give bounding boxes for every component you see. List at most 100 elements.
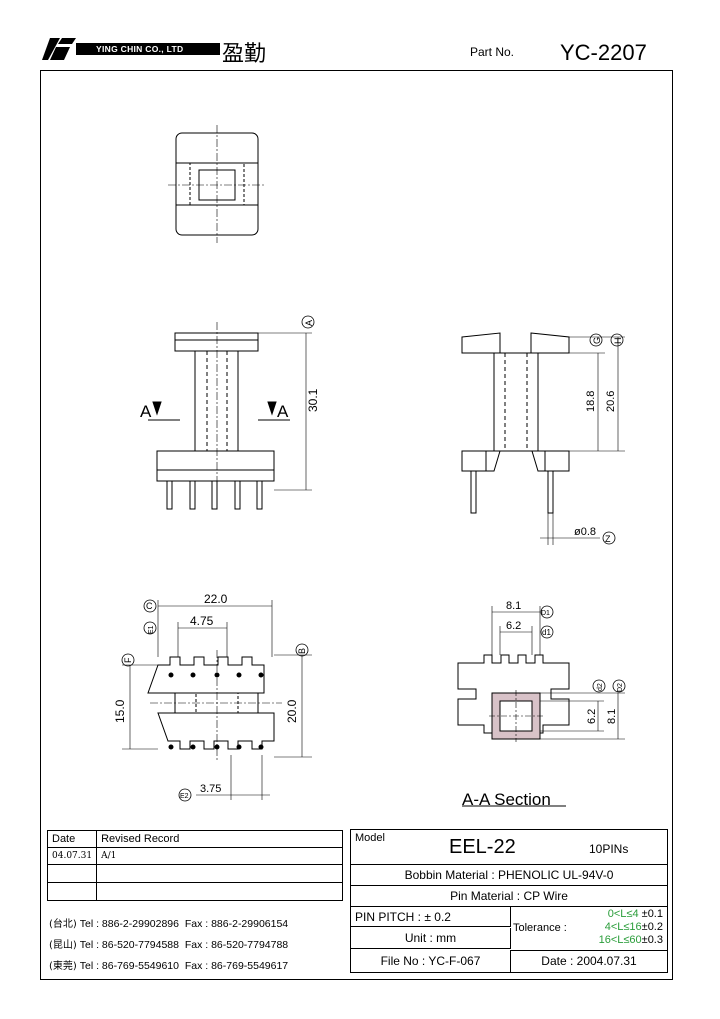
- side-view: [461, 332, 625, 545]
- dim-e2: 3.75: [200, 783, 221, 795]
- tolerance-range: 4<L≤16: [604, 921, 642, 933]
- dim-pin-dia: ø0.8: [574, 526, 596, 538]
- marker-C: C: [146, 601, 153, 611]
- spec-block: Model EEL-22 10PINs Bobbin Material : PH…: [350, 829, 668, 973]
- tolerance-cell: Tolerance : 0<L≤4 ±0.1 4<L≤16±0.2 16<L≤6…: [511, 907, 667, 951]
- pin-material-label: Pin Material :: [450, 889, 521, 903]
- contact-tel: Tel : 86-520-7794588: [79, 939, 179, 951]
- tolerance-range: 0<L≤4: [607, 908, 639, 920]
- part-no-value: YC-2207: [560, 40, 647, 65]
- bobbin-row: Bobbin Material : PHENOLIC UL-94V-0: [351, 865, 667, 886]
- marker-H: H: [613, 338, 623, 345]
- date-label: Date :: [541, 954, 574, 968]
- contact-tel: Tel : 86-769-5549610: [79, 960, 179, 972]
- unit-value: mm: [436, 931, 457, 945]
- revision-row-record: A/1: [96, 847, 343, 865]
- marker-Z: Z: [605, 534, 611, 544]
- dim-width-22: 22.0: [204, 592, 228, 606]
- tolerance-value: ±0.3: [641, 934, 663, 946]
- marker-circles: [121, 315, 626, 802]
- dim-f: 15.0: [113, 699, 127, 723]
- dim-d2: 6.2: [586, 709, 598, 724]
- pin-material-value: CP Wire: [523, 889, 568, 903]
- tolerance-range: 16<L≤60: [598, 934, 642, 946]
- dim-h: 20.6: [605, 391, 617, 412]
- date-value: 2004.07.31: [576, 954, 637, 968]
- marker-D1: D1: [541, 610, 550, 617]
- dim-e1: 4.75: [190, 614, 214, 628]
- drawing-sheet: [40, 70, 673, 980]
- contact-row: (台北) Tel : 886-2-29902896 Fax : 886-2-29…: [49, 914, 288, 935]
- tolerance-value: ±0.2: [641, 921, 663, 933]
- top-view: [168, 125, 266, 243]
- revision-row-date: 04.07.31: [46, 847, 98, 865]
- model-value: EEL-22: [449, 836, 516, 858]
- marker-E1: E1: [148, 625, 155, 634]
- section-arrow-left: A: [140, 402, 152, 421]
- dim-g: 18.8: [585, 391, 597, 412]
- revision-row-date: [46, 864, 98, 883]
- bobbin-label: Bobbin Material :: [404, 868, 495, 882]
- tolerance-label: Tolerance :: [513, 922, 567, 934]
- contact-location: (東莞): [49, 961, 77, 972]
- contact-fax: Fax : 86-769-5549617: [184, 960, 289, 972]
- contact-row: (東莞) Tel : 86-769-5549610 Fax : 86-769-5…: [49, 956, 288, 977]
- company-name: YING CHIN CO., LTD: [96, 44, 184, 54]
- pitch-label: PIN PITCH :: [355, 910, 422, 924]
- revision-record-header: Revised Record: [96, 830, 343, 848]
- logo-graphic: [42, 38, 220, 60]
- contact-fax: Fax : 86-520-7794788: [184, 939, 289, 951]
- tolerance-row: 0<L≤4 ±0.1: [599, 908, 663, 921]
- dim-height-total: 30.1: [306, 388, 320, 412]
- bobbin-value: PHENOLIC UL-94V-0: [498, 868, 614, 882]
- part-no-label: Part No.: [470, 45, 515, 59]
- model-row: Model EEL-22 10PINs: [351, 830, 667, 865]
- pin-material-row: Pin Material : CP Wire: [351, 886, 667, 907]
- revision-date-header: Date: [46, 830, 98, 848]
- file-row: File No : YC-F-067: [351, 950, 511, 972]
- company-cjk-name: 盈勤: [222, 42, 267, 67]
- tolerance-value: ±0.1: [641, 908, 663, 920]
- contact-location: (昆山): [49, 940, 77, 951]
- marker-E2: E2: [180, 793, 189, 800]
- contact-location: (台北): [49, 919, 77, 930]
- tolerance-row: 4<L≤16±0.2: [599, 921, 663, 934]
- dim-d1: 6.2: [506, 620, 521, 632]
- marker-A-top: A: [304, 320, 314, 326]
- date-row: Date : 2004.07.31: [511, 950, 667, 972]
- pitch-value: ± 0.2: [424, 910, 451, 924]
- dim-b: 20.0: [285, 699, 299, 723]
- section-title: A-A Section: [462, 790, 551, 809]
- contact-tel: Tel : 886-2-29902896: [79, 918, 179, 930]
- unit-row: Unit : mm: [351, 928, 511, 949]
- revision-row-date: [46, 882, 98, 901]
- contact-list: (台北) Tel : 886-2-29902896 Fax : 886-2-29…: [49, 914, 288, 977]
- marker-d1: d1: [542, 628, 551, 637]
- pitch-row: PIN PITCH : ± 0.2: [351, 907, 511, 927]
- model-label: Model: [355, 832, 385, 844]
- revision-table: Date Revised Record 04.07.31 A/1: [46, 830, 343, 901]
- marker-d2: d2: [597, 683, 604, 691]
- marker-F: F: [123, 657, 133, 663]
- marker-G: G: [592, 337, 602, 344]
- unit-label: Unit :: [404, 931, 433, 945]
- pin-count: 10PINs: [589, 842, 629, 856]
- tolerance-list: 0<L≤4 ±0.1 4<L≤16±0.2 16<L≤60±0.3: [599, 908, 663, 947]
- marker-B: B: [297, 648, 307, 654]
- dim-D1: 8.1: [506, 600, 521, 612]
- file-value: YC-F-067: [428, 954, 481, 968]
- front-view: [148, 322, 312, 510]
- file-label: File No :: [380, 954, 426, 968]
- section-view: [457, 606, 625, 807]
- marker-D2: D2: [617, 683, 624, 692]
- tolerance-row: 16<L≤60±0.3: [599, 934, 663, 947]
- bottom-view: [122, 600, 312, 800]
- dim-D2: 8.1: [606, 709, 618, 724]
- technical-drawing: A G H C E1 F B E2 D1 d1 d2 D2 Z A A 30.1…: [113, 125, 626, 809]
- company-logo: YING CHIN CO., LTD: [42, 38, 220, 60]
- contact-row: (昆山) Tel : 86-520-7794588 Fax : 86-520-7…: [49, 935, 288, 956]
- section-arrow-right: A: [277, 402, 289, 421]
- contact-fax: Fax : 886-2-29906154: [184, 918, 289, 930]
- revision-row-record: [96, 882, 343, 901]
- revision-row-record: [96, 864, 343, 883]
